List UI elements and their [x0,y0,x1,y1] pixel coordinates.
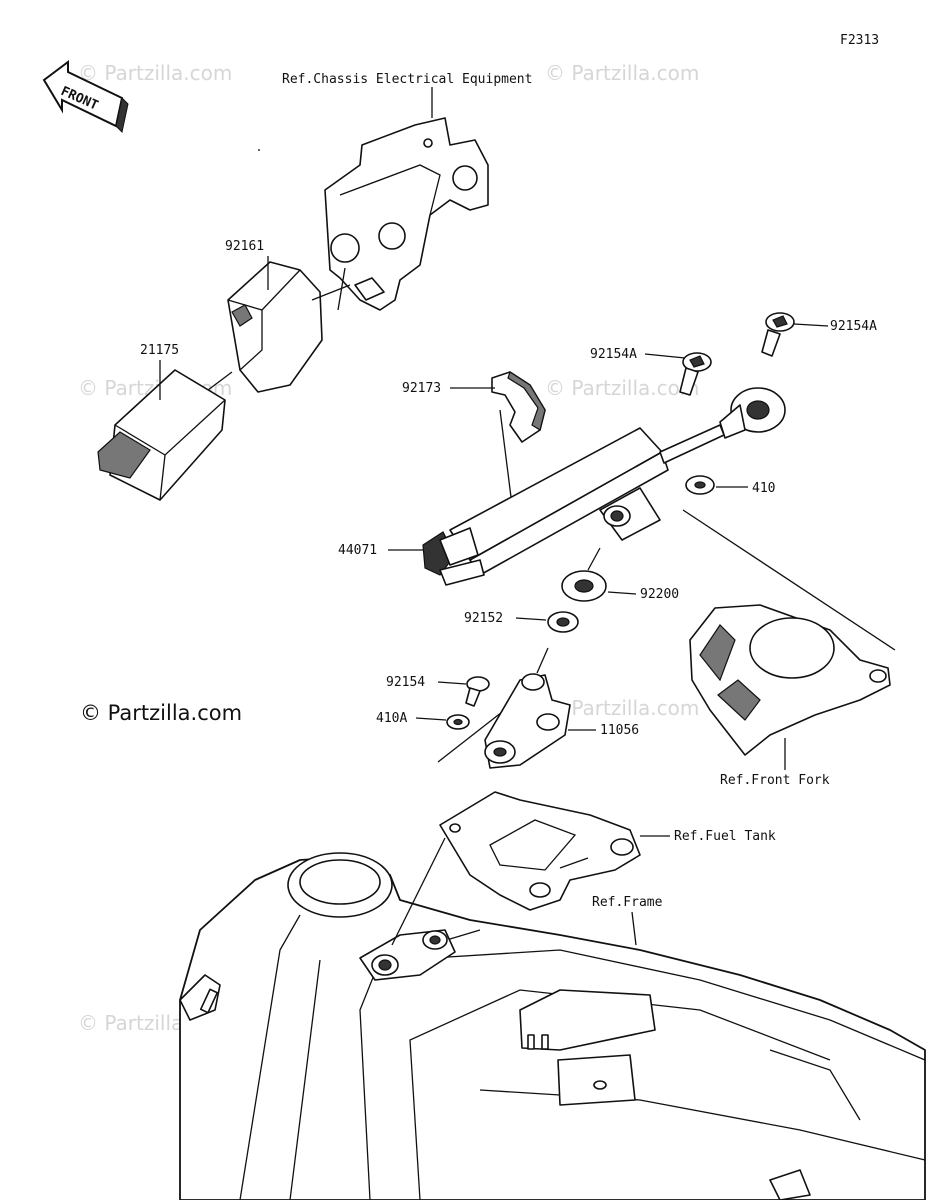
watermark-2: © Partzilla.com [545,61,699,85]
watermark-1: © Partzilla.com [78,61,232,85]
label-92173: 92173 [402,381,441,396]
ref-frame: Ref.Frame [592,895,663,910]
label-410A: 410A [376,711,407,726]
label-92154A-left: 92154A [590,347,637,362]
chassis-bracket [324,117,489,311]
part-410 [685,475,715,495]
part-44071 [422,387,786,586]
front-fork-bracket [689,604,891,756]
label-410: 410 [752,481,775,496]
label-11056: 11056 [600,723,639,738]
label-21175: 21175 [140,343,179,358]
label-92152: 92152 [464,611,503,626]
front-arrow-icon: FRONT [42,60,129,134]
watermark-4: © Partzilla.com [545,376,699,400]
label-44071: 44071 [338,543,377,558]
part-92154A-right [761,312,795,357]
part-92173 [491,371,546,443]
watermark-5: © Partzilla.com [545,696,699,720]
part-92154A-left [679,352,712,396]
ref-front-fork: Ref.Front Fork [720,773,830,788]
part-92154 [465,676,490,707]
copyright-text: © Partzilla.com [80,701,242,725]
ref-chassis-electrical: Ref.Chassis Electrical Equipment [282,72,532,87]
label-92161: 92161 [225,239,264,254]
ref-fuel-tank: Ref.Fuel Tank [674,829,776,844]
fuel-tank-bracket [439,791,641,911]
part-92161 [227,149,351,393]
part-11056 [484,673,571,769]
label-92200: 92200 [640,587,679,602]
frame [179,852,926,1201]
part-410A [446,714,470,730]
figure-code: F2313 [840,33,879,48]
part-92200 [561,570,607,602]
part-21175 [97,369,233,501]
label-92154: 92154 [386,675,425,690]
label-92154A-right: 92154A [830,319,877,334]
part-92152 [547,611,579,633]
